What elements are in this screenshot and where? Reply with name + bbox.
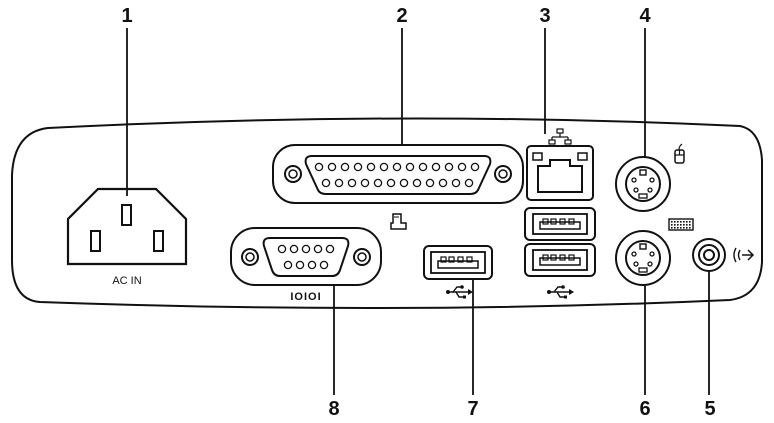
parallel-pin xyxy=(379,162,389,172)
chassis-outline xyxy=(11,117,763,310)
parallel-pin xyxy=(470,162,480,172)
callout-6: 6 xyxy=(639,398,650,420)
parallel-pin xyxy=(327,162,337,172)
network-icon xyxy=(548,128,572,145)
parallel-pin xyxy=(353,162,363,172)
keyboard-key xyxy=(671,221,673,223)
parallel-pin xyxy=(321,178,331,188)
serial-pin xyxy=(319,260,329,270)
parallel-pin xyxy=(457,162,467,172)
parallel-pin xyxy=(347,178,357,188)
callout-5: 5 xyxy=(704,398,715,420)
keyboard-key xyxy=(677,224,679,226)
ac-power-connector xyxy=(66,187,188,266)
parallel-pin xyxy=(366,162,376,172)
parallel-pin xyxy=(431,162,441,172)
serial-label: IOIOI xyxy=(290,291,321,303)
usb-port-lower xyxy=(524,243,596,277)
keyboard-key xyxy=(689,227,691,229)
callout-7: 7 xyxy=(467,398,478,420)
ps2-mouse-port xyxy=(615,156,671,212)
keyboard-key xyxy=(674,221,676,223)
line-out-jack xyxy=(692,238,726,272)
parallel-pin xyxy=(386,178,396,188)
callout-3: 3 xyxy=(539,5,550,27)
parallel-pin xyxy=(314,162,324,172)
serial-pin xyxy=(301,244,311,254)
callout-4: 4 xyxy=(639,5,651,27)
parallel-pin xyxy=(412,178,422,188)
parallel-pin xyxy=(399,178,409,188)
keyboard-key xyxy=(671,224,673,226)
serial-pin xyxy=(277,244,287,254)
mouse-icon xyxy=(674,143,685,164)
serial-pin xyxy=(313,244,323,254)
keyboard-key xyxy=(680,227,682,229)
line-out-icon xyxy=(733,247,755,263)
printer-icon xyxy=(390,213,407,230)
parallel-pin xyxy=(438,178,448,188)
keyboard-key xyxy=(677,227,679,229)
parallel-pin xyxy=(405,162,415,172)
keyboard-key xyxy=(671,227,673,229)
keyboard-key xyxy=(674,227,676,229)
serial-pin xyxy=(289,244,299,254)
serial-pin xyxy=(295,260,305,270)
serial-pin xyxy=(283,260,293,270)
keyboard-key xyxy=(680,224,682,226)
parallel-pin xyxy=(360,178,370,188)
keyboard-key xyxy=(686,227,688,229)
callout-1: 1 xyxy=(121,5,132,27)
keyboard-key xyxy=(689,224,691,226)
parallel-pin xyxy=(464,178,474,188)
parallel-pin xyxy=(444,162,454,172)
keyboard-key xyxy=(686,224,688,226)
keyboard-key xyxy=(683,227,685,229)
parallel-pin xyxy=(340,162,350,172)
keyboard-key xyxy=(674,224,676,226)
ps2-keyboard-port xyxy=(615,230,671,286)
callout-8: 8 xyxy=(328,398,339,420)
keyboard-key xyxy=(677,221,679,223)
serial-port xyxy=(230,227,382,286)
serial-pin xyxy=(307,260,317,270)
keyboard-key xyxy=(683,224,685,226)
ac-in-label: AC IN xyxy=(112,275,141,287)
parallel-port xyxy=(272,144,524,204)
keyboard-key xyxy=(689,221,691,223)
parallel-pin xyxy=(373,178,383,188)
usb-port-upper xyxy=(524,207,596,241)
parallel-pin xyxy=(392,162,402,172)
parallel-pin xyxy=(451,178,461,188)
parallel-pin xyxy=(418,162,428,172)
usb-icon xyxy=(547,285,574,299)
parallel-pin xyxy=(334,178,344,188)
callout-2: 2 xyxy=(396,5,407,27)
usb-icon xyxy=(446,285,473,299)
parallel-pin xyxy=(425,178,435,188)
callout-lines xyxy=(126,28,710,395)
network-port xyxy=(526,145,594,201)
serial-pin xyxy=(325,244,335,254)
keyboard-key xyxy=(686,221,688,223)
keyboard-icon xyxy=(668,218,694,231)
usb-port-single xyxy=(423,245,493,280)
keyboard-key xyxy=(683,221,685,223)
keyboard-key xyxy=(680,221,682,223)
